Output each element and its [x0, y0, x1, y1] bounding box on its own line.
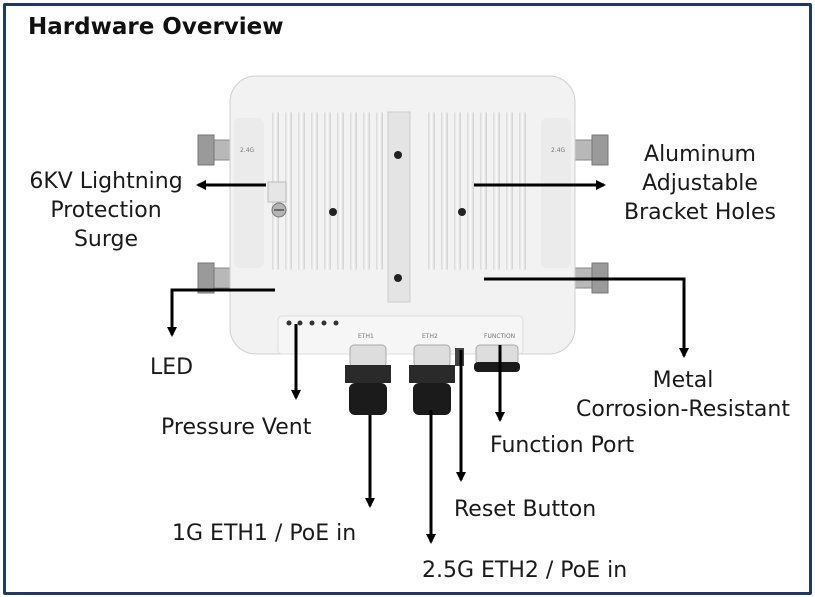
label-reset-button: Reset Button	[454, 497, 597, 522]
bracket-hole	[329, 208, 337, 216]
antenna-label-right: 2.4G	[551, 147, 566, 154]
function-port	[474, 344, 520, 372]
heatsink-fin	[285, 112, 292, 270]
label-lightning-line-1: 6KV Lightning	[29, 169, 183, 194]
label-eth2: 2.5G ETH2 / PoE in	[422, 558, 628, 583]
label-lightning-protection: 6KV Lightning Protection Surge	[22, 167, 190, 254]
label-lightning-line-2: Protection	[50, 198, 162, 223]
heatsink-fin	[298, 112, 305, 270]
heatsink-fin	[376, 112, 383, 270]
antenna-label-left: 2.4G	[240, 147, 255, 154]
label-bracket-line-3: Bracket Holes	[624, 200, 776, 225]
heatsink-fin	[454, 112, 461, 270]
heatsink-fins	[272, 112, 526, 270]
led-indicators	[286, 320, 339, 326]
heatsink-fin	[311, 112, 318, 270]
port-label-eth2: ETH2	[422, 333, 438, 340]
slide-frame	[3, 3, 812, 595]
arrow-led	[167, 288, 275, 337]
heatsink-fin	[506, 112, 513, 270]
bracket-rail	[387, 111, 411, 303]
led-dot	[309, 320, 315, 326]
label-led: LED	[150, 355, 194, 380]
heatsink-fin	[519, 112, 526, 270]
port-label-function: FUNCTION	[484, 333, 515, 340]
heatsink-fin	[324, 112, 331, 270]
slide-title: Hardware Overview	[28, 14, 284, 40]
label-metal: Metal Corrosion-Resistant	[560, 366, 806, 424]
heatsink-fin	[350, 112, 357, 270]
bracket-hole	[394, 274, 402, 282]
antenna-connector-top-left	[197, 134, 235, 166]
label-lightning-line-3: Surge	[73, 227, 139, 252]
label-bracket-line-1: Aluminum	[644, 142, 756, 167]
bottom-port-panel	[277, 315, 524, 355]
led-dot	[321, 320, 327, 326]
label-metal-line-1: Metal	[652, 368, 714, 393]
label-bracket-holes: Aluminum Adjustable Bracket Holes	[612, 140, 788, 227]
label-metal-line-2: Corrosion-Resistant	[576, 397, 790, 422]
right-side-panel	[541, 118, 571, 268]
antenna-connector-bottom-left	[197, 262, 235, 294]
bracket-hole	[458, 208, 466, 216]
label-eth1: 1G ETH1 / PoE in	[172, 521, 357, 546]
label-function-port: Function Port	[490, 433, 635, 458]
led-dot	[333, 320, 339, 326]
led-dot	[297, 320, 303, 326]
bracket-hole	[394, 151, 402, 159]
led-dot	[286, 320, 292, 326]
heatsink-fin	[363, 112, 370, 270]
heatsink-fin	[337, 112, 344, 270]
label-pressure-vent: Pressure Vent	[161, 415, 312, 440]
label-bracket-line-2: Adjustable	[642, 171, 758, 196]
heatsink-fin	[480, 112, 487, 270]
antenna-connector-top-right	[571, 134, 609, 166]
port-label-eth1: ETH1	[358, 333, 374, 340]
heatsink-fin	[441, 112, 448, 270]
heatsink-fin	[428, 112, 435, 270]
left-side-panel	[234, 118, 264, 268]
eth2-cable-gland	[409, 344, 455, 415]
eth1-cable-gland	[345, 344, 391, 415]
arrow-metal	[484, 277, 689, 358]
surge-module	[267, 181, 287, 203]
heatsink-fin	[467, 112, 474, 270]
heatsink-fin	[493, 112, 500, 270]
